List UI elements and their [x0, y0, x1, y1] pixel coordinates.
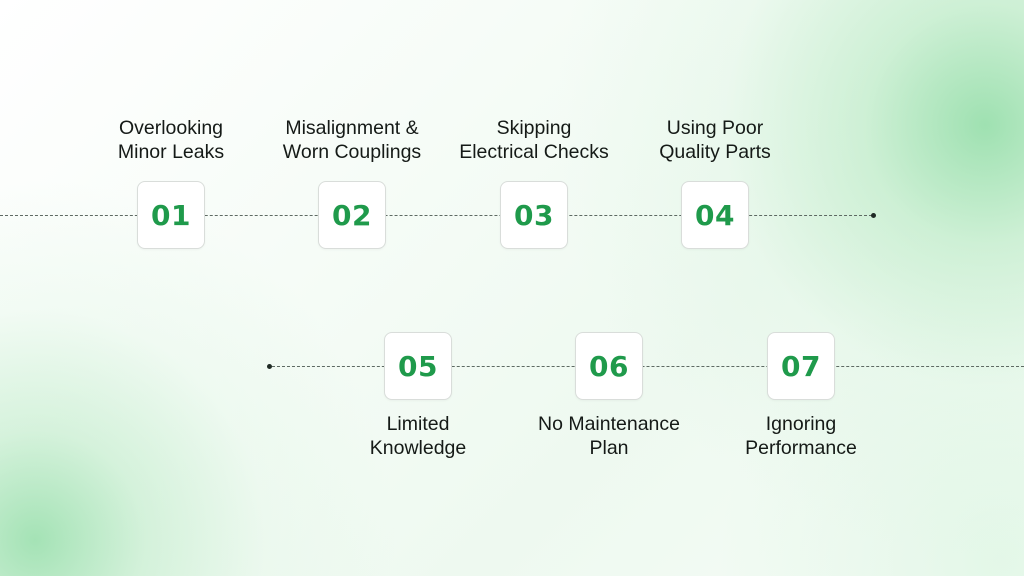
step-05-number-box: 05 — [384, 332, 452, 400]
timeline-row-1-end-dot — [871, 213, 876, 218]
step-05-number: 05 — [398, 349, 438, 383]
step-01-number: 01 — [151, 198, 191, 232]
step-02-number: 02 — [332, 198, 372, 232]
step-01-number-box: 01 — [137, 181, 205, 249]
step-06-number: 06 — [589, 349, 629, 383]
step-02-label: Misalignment &Worn Couplings — [282, 117, 422, 163]
step-07-number: 07 — [781, 349, 821, 383]
step-03-number: 03 — [514, 198, 554, 232]
step-03-number-box: 03 — [500, 181, 568, 249]
step-07-number-box: 07 — [767, 332, 835, 400]
timeline-row-2-start-dot — [267, 364, 272, 369]
step-04-number: 04 — [695, 198, 735, 232]
timeline-row-2-line — [272, 366, 1024, 367]
step-02-number-box: 02 — [318, 181, 386, 249]
timeline-row-1-line — [0, 215, 872, 216]
step-04-number-box: 04 — [681, 181, 749, 249]
step-06-number-box: 06 — [575, 332, 643, 400]
